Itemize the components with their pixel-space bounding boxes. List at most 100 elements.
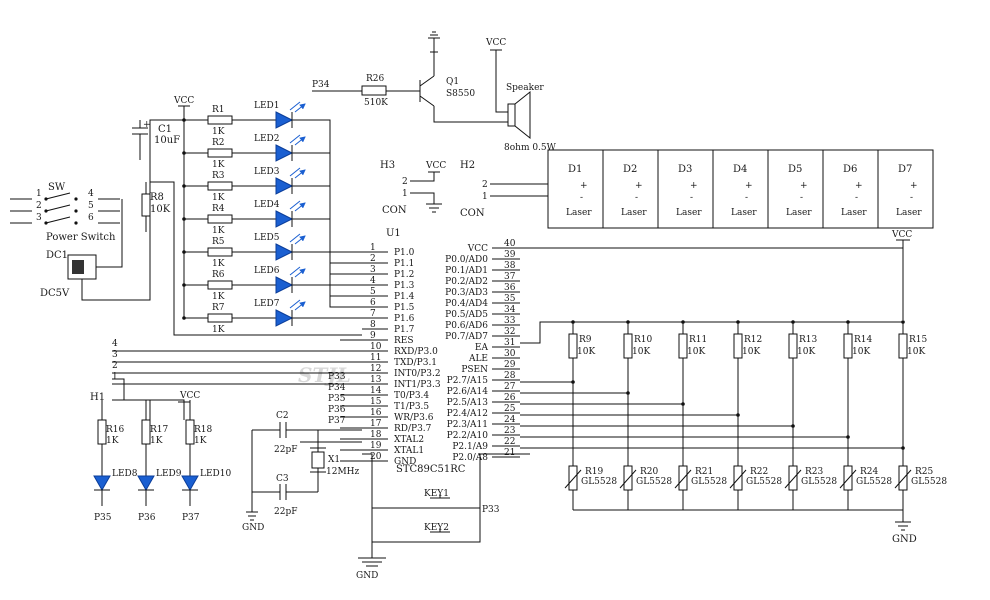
mcu-pin-number: 24 [504,415,516,425]
ldr-value: GL5528 [636,477,672,487]
svg-text:+: + [143,120,151,130]
osc-gnd: GND [242,523,264,533]
mcu-pin-name: P2.2/A10 [447,431,489,441]
h1-net-label: P36 [138,513,156,523]
led-label: LED5 [254,233,280,243]
h1-resistor-label: R18 [194,425,213,435]
ldr-resistor [568,465,578,491]
h3-pin2: 2 [402,177,408,187]
c2-label: C2 [276,411,289,421]
ldr-label: R21 [695,467,713,477]
h1-resistor-value: 1K [106,436,119,446]
pullup-resistor [678,333,688,359]
h3-pin1: 1 [402,189,408,199]
mcu-pin-number: 34 [504,305,516,315]
mcu-pin-name: P2.3/A11 [447,420,488,430]
led-resistor-value: 1K [212,127,225,137]
x1-label: X1 [328,455,340,465]
laser-minus: - [800,193,803,203]
led-diode [275,309,294,327]
mcu-pin-name: P0.1/AD1 [445,266,488,276]
h2-pin2: 2 [482,180,488,190]
mcu-pin-name: P2.5/A13 [447,398,489,408]
x1-value: 12MHz [326,467,360,477]
mcu-pin-name: P0.4/AD4 [445,299,488,309]
led-resistor [207,280,233,290]
pullup-resistor [733,333,743,359]
h1-vcc: VCC [179,391,200,401]
pullup-label: R15 [909,335,928,345]
mcu-pin-name: P0.5/AD5 [445,310,488,320]
led-diode [275,144,294,162]
h1-led-label: LED9 [156,469,182,479]
led-resistor [207,115,233,125]
led-resistor-value: 1K [212,325,225,335]
h1-label: H1 [90,392,105,403]
speaker-net: P34 [312,80,330,90]
h2-label: H2 [460,160,475,171]
q1-label: Q1 [446,77,459,87]
h1-resistor-value: 1K [150,436,163,446]
sensor-vcc: VCC [891,230,912,240]
h3-label: H3 [380,160,395,171]
mcu-pin-number: 21 [504,448,515,458]
mcu-pin-name: P1.7 [394,325,415,335]
pullup-value: 10K [632,347,650,357]
laser-module: D3+-Laser [657,149,714,229]
mcu-pin-name: P1.3 [394,281,415,291]
mcu-pin-number: 36 [504,283,516,293]
mcu-port3-net: P36 [328,405,346,415]
mcu-port3-net: P35 [328,394,346,404]
sw-pin-1: 1 [36,189,42,199]
sw-pin-5: 5 [88,201,94,211]
r26-label: R26 [366,74,385,84]
h1-resistor-label: R17 [150,425,169,435]
pullup-value: 10K [907,347,925,357]
ldr-resistor [843,465,853,491]
mcu-pin-number: 15 [370,397,382,407]
laser-name: D1 [568,164,582,175]
laser-plus: + [855,181,863,191]
h3-connector: H3 2 1 VCC CON [380,160,446,216]
key1-net: P33 [482,505,500,515]
laser-caption: Laser [841,208,867,218]
sw-label: SW [48,182,66,193]
pullup-resistor [568,333,578,359]
mcu-pin-name: EA [475,343,489,353]
led-resistor [207,148,233,158]
ldr-value: GL5528 [691,477,727,487]
ldr-label: R25 [915,467,934,477]
laser-module: D5+-Laser [767,149,824,229]
keys: KEY1 P33 KEY2 GND [356,453,530,581]
led-resistor [207,181,233,191]
laser-name: D2 [623,164,637,175]
mcu-pin-name: P0.6/AD6 [445,321,488,331]
led-diode [275,177,294,195]
sw-pin-2: 2 [36,201,42,211]
led-resistor-label: R1 [212,105,225,115]
h1-resistor-label: R16 [106,425,125,435]
led-resistor-label: R6 [212,270,225,280]
mcu-pin-name: XTAL2 [394,435,424,445]
ldr-resistor [898,465,908,491]
pullup-label: R12 [744,335,762,345]
speaker-section: P34 R26 510K Q1 S8550 VCC Speaker 8ohm 0… [312,31,557,153]
led-resistor-value: 1K [212,160,225,170]
header-pin-number: 3 [112,350,118,360]
mcu-pin-name: RD/P3.7 [394,424,432,434]
laser-name: D5 [788,164,802,175]
h1-resistor [141,419,151,445]
laser-caption: Laser [566,208,592,218]
mcu-pin-name: P2.4/A12 [447,409,488,419]
power-section: SW 1 2 3 4 5 6 Power Switch DC1 DC5V C1 … [10,96,362,336]
led-label: LED3 [254,167,280,177]
pullup-value: 10K [742,347,760,357]
mcu-pin-number: 30 [504,349,516,359]
